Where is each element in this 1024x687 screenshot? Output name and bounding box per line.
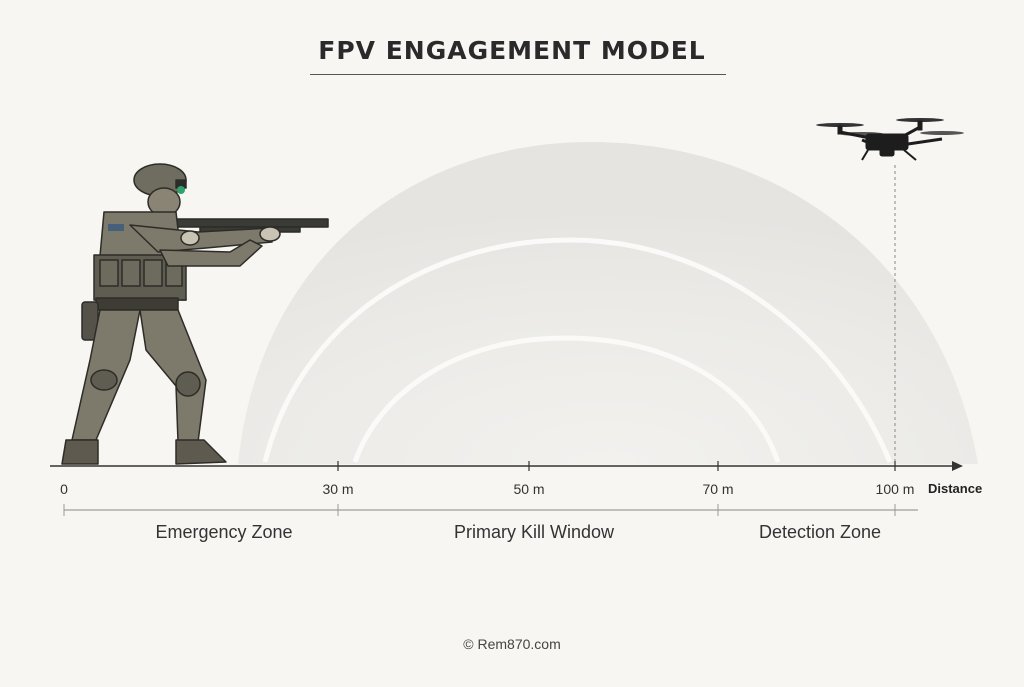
zone-label: Emergency Zone: [155, 522, 293, 542]
page-title: FPV ENGAGEMENT MODEL: [318, 36, 706, 65]
zone-label: Detection Zone: [758, 522, 882, 542]
quadcopter-drone-icon: [816, 118, 964, 161]
copyright-footer: © Rem870.com: [463, 636, 561, 652]
axis-tick-label: 0: [60, 481, 68, 497]
axis-tick-label: 50 m: [513, 481, 545, 497]
axis-arrow-icon: [952, 461, 963, 471]
axis-tick-label: 30 m: [322, 481, 354, 497]
emergency-zone-arc: [352, 335, 781, 463]
zone-label: Primary Kill Window: [453, 522, 615, 542]
axis-tick-label: 100 m: [875, 481, 915, 497]
detection-range-arc: [238, 142, 978, 464]
axis-title: Distance: [928, 481, 983, 496]
title-underline: [310, 74, 726, 75]
primary-kill-window-arc: [262, 237, 893, 463]
axis-tick-label: 70 m: [702, 481, 734, 497]
soldier-with-shotgun-illustration: [61, 163, 329, 465]
